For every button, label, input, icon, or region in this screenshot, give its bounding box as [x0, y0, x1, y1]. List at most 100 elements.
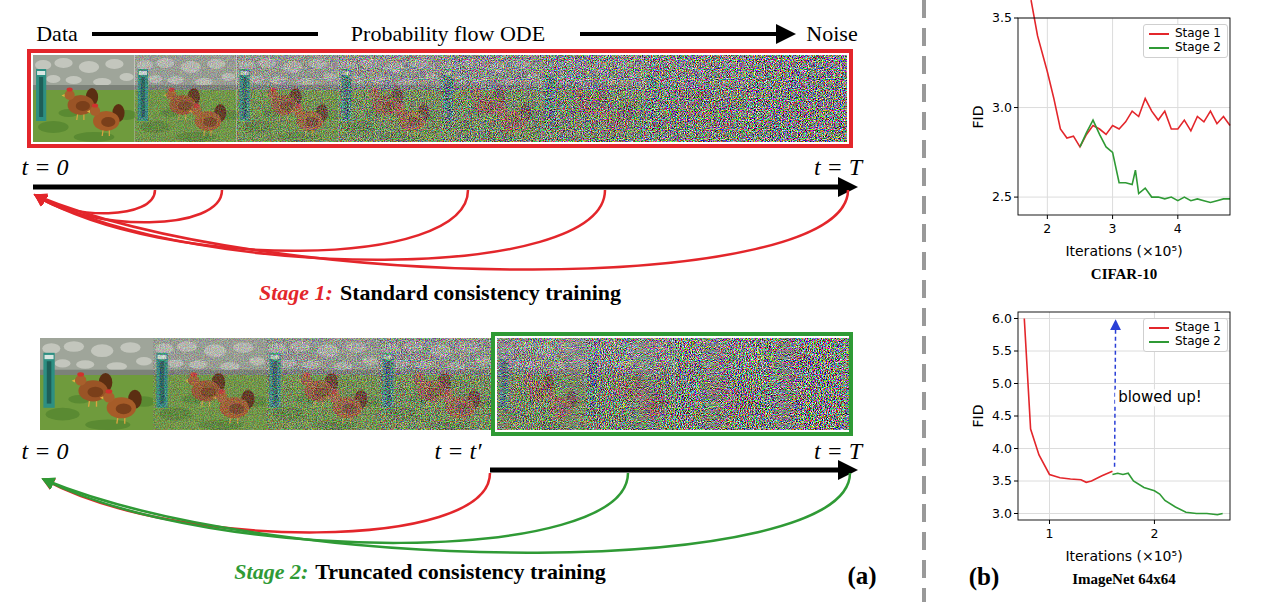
consistency-arc	[45, 473, 850, 553]
stage-tag: Stage 2:	[234, 559, 308, 584]
chart-title: CIFAR-10	[1091, 266, 1157, 283]
art-part	[586, 338, 675, 430]
text-group: 4.5	[992, 409, 1012, 423]
art-part	[338, 55, 440, 142]
consistency-arc	[37, 190, 468, 251]
noisy-image	[675, 338, 764, 430]
tick-label: 5.5	[992, 344, 1012, 358]
noisy-image	[266, 338, 379, 430]
time-label: t = T	[814, 438, 862, 466]
text-group: CIFAR-10	[1091, 266, 1157, 283]
line-chart	[1014, 312, 1230, 524]
text-group: Iterations (×10⁵)	[1065, 243, 1182, 259]
text-group: 3.0	[992, 100, 1012, 114]
tick-label: 3.5	[992, 11, 1012, 25]
art-part	[33, 90, 135, 142]
time-label: t = 0	[22, 438, 69, 466]
noisy-image	[379, 338, 492, 430]
art-part	[542, 55, 644, 142]
noisy-image	[237, 55, 339, 142]
flow-label: Noise	[806, 21, 857, 46]
art-part	[93, 78, 111, 86]
tick-mark	[1047, 215, 1048, 219]
panel-separator	[922, 0, 926, 602]
tick-mark	[1049, 520, 1050, 524]
flow-arrow	[580, 32, 790, 36]
art-part	[338, 55, 440, 142]
text-group: blowed up!	[1115, 389, 1205, 406]
text-group: 4	[1174, 222, 1182, 236]
text-group: 3.5	[992, 474, 1012, 488]
tick-label: 2.5	[992, 190, 1012, 204]
art-part	[153, 338, 266, 430]
art-part	[66, 76, 82, 84]
legend-text: Stage 1	[1175, 321, 1221, 335]
text-group: Probability flow ODE	[351, 21, 545, 46]
tick-label: 6.0	[992, 311, 1012, 325]
noisy-image	[763, 338, 852, 430]
text-group: t = t′	[435, 438, 482, 466]
fid-curve	[1112, 473, 1222, 515]
art-part	[40, 338, 153, 430]
chart-title: ImageNet 64x64	[1072, 571, 1176, 588]
tick-label: 4.0	[992, 441, 1012, 455]
art-part	[586, 338, 675, 430]
art-part	[135, 55, 237, 142]
art-part	[237, 55, 339, 142]
art-part	[136, 357, 152, 365]
axis-label: Iterations (×10⁵)	[1065, 548, 1182, 564]
art-part	[77, 372, 84, 376]
noisy-image	[745, 55, 847, 142]
fid-curve	[1024, 319, 1112, 483]
tick-label: 4.5	[992, 409, 1012, 423]
text-group: Data	[36, 21, 78, 46]
flow-label: Data	[36, 21, 78, 46]
legend-entry: Stage 1	[1149, 321, 1221, 335]
legend-entry: Stage 2	[1149, 41, 1221, 55]
art-part	[106, 389, 113, 393]
stage2-frame	[493, 334, 851, 434]
art-part	[87, 110, 90, 113]
stage-tag: Stage 1:	[259, 280, 333, 305]
legend-line	[1149, 33, 1169, 35]
noisy-image	[338, 55, 440, 142]
tick-mark	[1014, 513, 1018, 514]
art-part	[120, 342, 140, 353]
art-part	[153, 338, 266, 430]
chart-legend: Stage 1Stage 2	[1143, 24, 1228, 58]
tick-label: 3	[1109, 222, 1117, 236]
noisy-image	[40, 338, 153, 430]
grid-line	[1049, 312, 1050, 520]
art-part	[47, 361, 52, 403]
noisy-image	[33, 55, 135, 142]
text-group: 6.0	[992, 311, 1012, 325]
text-group: t = T	[814, 438, 862, 466]
art-part	[76, 101, 90, 111]
text-group: Noise	[806, 21, 857, 46]
text-group: t = T	[814, 154, 862, 182]
stage-title: Standard consistency training	[340, 280, 621, 305]
art-part	[45, 355, 54, 359]
art-part	[55, 359, 71, 367]
tick-mark	[1014, 481, 1018, 482]
art-part	[33, 55, 135, 142]
text-group: 2	[1150, 527, 1158, 541]
tick-mark	[1177, 215, 1178, 219]
text-group: t = 0	[22, 154, 69, 182]
art-part	[440, 55, 542, 142]
consistency-arc	[37, 190, 848, 270]
tick-mark	[1014, 107, 1018, 108]
text-group: 3	[1109, 222, 1117, 236]
text-group: 3.0	[992, 506, 1012, 520]
text-group: 5.0	[992, 376, 1012, 390]
art-part	[763, 338, 852, 430]
art-part	[101, 117, 115, 127]
grid-line	[1047, 18, 1048, 215]
art-part	[42, 343, 60, 354]
art-part	[266, 338, 379, 430]
tick-mark	[1014, 448, 1018, 449]
art-part	[76, 360, 94, 368]
axis-label: FID	[970, 105, 986, 128]
text-group: t = 0	[22, 438, 69, 466]
